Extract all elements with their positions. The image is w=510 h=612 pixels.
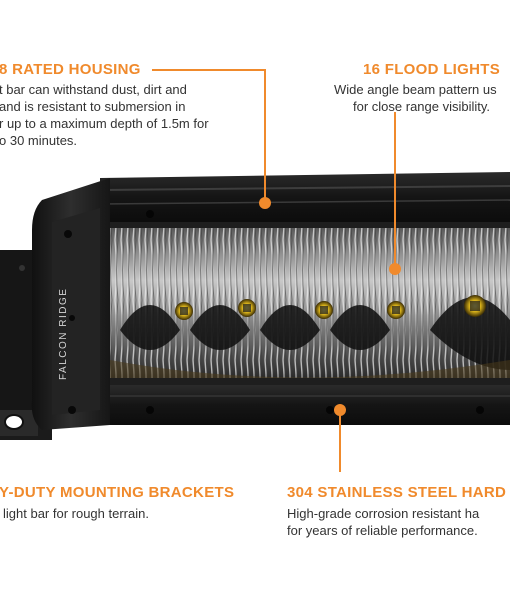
flood-callout-text: Wide angle beam pattern us for close ran… — [325, 81, 510, 115]
housing-callout-text: t bar can withstand dust, dirt and and i… — [0, 81, 249, 149]
hardware-callout-title: 304 STAINLESS STEEL HARD — [287, 484, 507, 501]
flood-callout-title: 16 FLOOD LIGHTS — [363, 61, 501, 78]
housing-callout-title: 8 RATED HOUSING — [0, 61, 141, 78]
hardware-text-line: for years of reliable performance. — [287, 523, 478, 538]
housing-bottom-rail — [100, 385, 510, 425]
flood-led-row — [175, 295, 486, 320]
hardware-callout-text: High-grade corrosion resistant ha for ye… — [287, 505, 510, 539]
brackets-callout: Y-DUTY MOUNTING BRACKETS light bar for r… — [0, 484, 259, 522]
brand-mark: FALCON RIDGE — [58, 287, 69, 380]
flood-text-line: for close range visibility. — [353, 99, 491, 114]
brackets-callout-title: Y-DUTY MOUNTING BRACKETS — [0, 484, 235, 501]
housing-callout: 8 RATED HOUSING t bar can withstand dust… — [0, 61, 249, 149]
brackets-callout-text: light bar for rough terrain. — [0, 505, 259, 522]
brackets-text-line: light bar for rough terrain. — [3, 506, 149, 521]
lens-array — [100, 222, 510, 387]
hardware-text-line: High-grade corrosion resistant ha — [287, 506, 480, 521]
flood-callout: 16 FLOOD LIGHTS Wide angle beam pattern … — [325, 61, 510, 115]
flood-text-line: Wide angle beam pattern us — [334, 82, 497, 97]
housing-text-line: and is resistant to submersion in — [0, 99, 186, 114]
end-cap — [31, 178, 110, 430]
housing-text-line: o 30 minutes. — [0, 133, 78, 148]
housing-text-line: t bar can withstand dust, dirt and — [0, 82, 187, 97]
housing-text-line: r up to a maximum depth of 1.5m for — [0, 116, 209, 131]
hardware-callout: 304 STAINLESS STEEL HARD High-grade corr… — [287, 484, 510, 539]
